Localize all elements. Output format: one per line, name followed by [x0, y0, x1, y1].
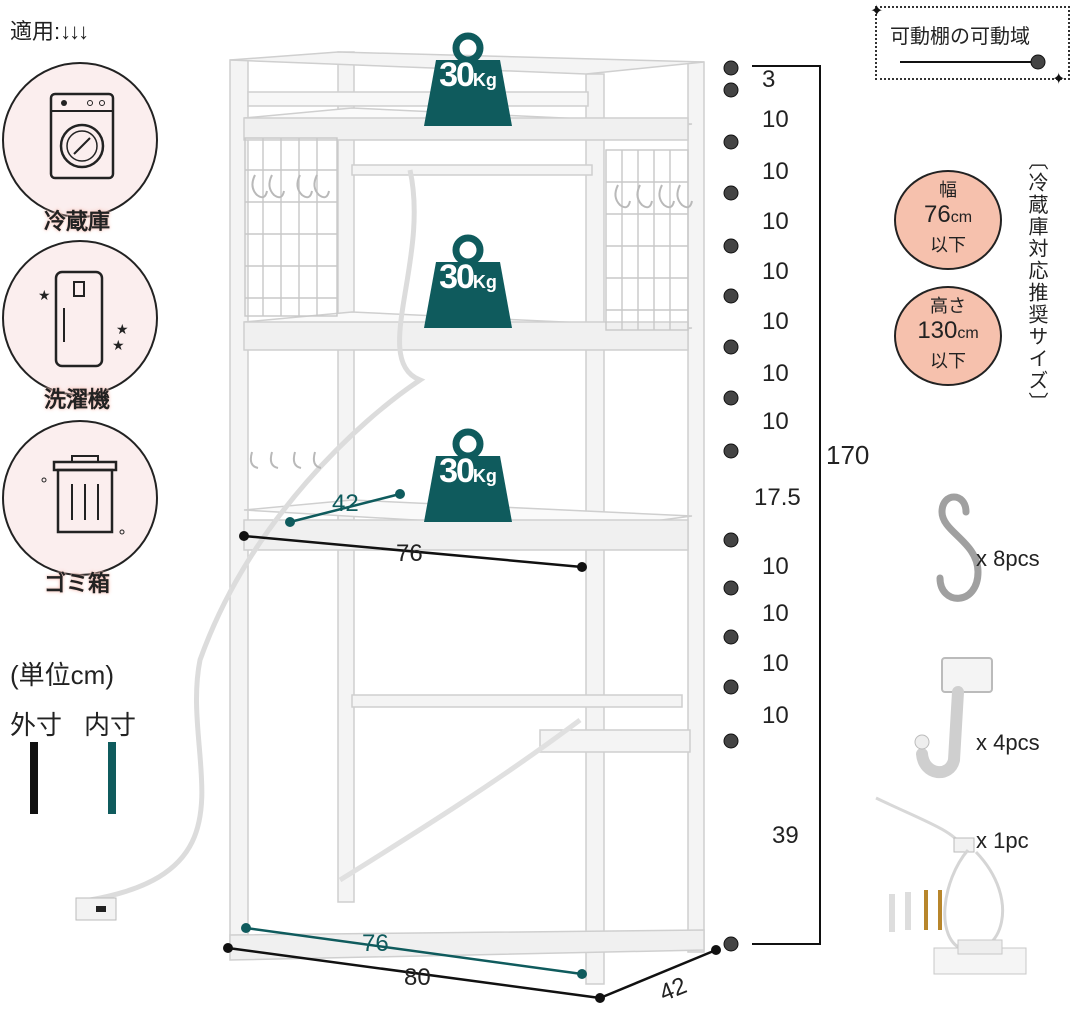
refrigerator-icon: ★ ★ ★	[38, 270, 129, 368]
wall-hook-qty: x 4pcs	[976, 730, 1040, 755]
svg-text:★: ★	[38, 288, 51, 304]
load-value-2: 30	[439, 258, 475, 296]
outer-width-label: 80	[404, 964, 431, 991]
gap-label: 10	[762, 158, 789, 185]
category-label-1: 冷蔵庫	[44, 209, 111, 234]
fit-width-label: 幅	[939, 180, 957, 200]
sparkle-icon: ✦	[1052, 69, 1065, 88]
load-unit-3: Kg	[472, 466, 497, 486]
gap-label: 17.5	[754, 484, 801, 511]
weight-icon	[424, 428, 512, 522]
sparkle-icon: ✦	[870, 1, 883, 20]
category-circle-1	[2, 62, 158, 218]
dimension-lines	[223, 489, 721, 1003]
category-label-2: 洗濯機	[44, 387, 111, 412]
fit-width-unit: cm	[950, 209, 973, 226]
gap-label: 10	[762, 106, 789, 133]
fit-width-sub: 以下	[930, 235, 966, 255]
fit-height-sub: 以下	[930, 351, 966, 371]
load-badge-3: 30Kg	[422, 428, 514, 528]
load-unit-1: Kg	[472, 70, 497, 90]
strap-qty: x 1pc	[976, 828, 1029, 853]
power-plug-icon	[75, 897, 117, 921]
gap-label: 10	[762, 702, 789, 729]
fit-width-value: 76	[923, 201, 951, 228]
gap-label: 10	[762, 408, 789, 435]
fit-width-circle: 幅 76cm 以下	[894, 170, 1002, 270]
gap-label: 10	[762, 308, 789, 335]
category-label-3: ゴミ箱	[44, 571, 111, 596]
load-value-1: 30	[439, 56, 475, 94]
load-value-3: 30	[439, 452, 475, 490]
category-circle-2: ★ ★ ★	[2, 240, 158, 396]
s-hook-qty: x 8pcs	[976, 546, 1040, 571]
legend-outer-label: 外寸	[10, 710, 63, 740]
legend-outer-swatch	[30, 742, 38, 814]
trash-can-icon	[41, 455, 125, 535]
fit-height-label: 高さ	[930, 296, 966, 316]
wall-hook-icon	[914, 657, 993, 779]
shelf-width-label: 76	[396, 540, 423, 567]
load-unit-2: Kg	[472, 272, 497, 292]
svg-text:★: ★	[112, 338, 125, 354]
svg-text:★: ★	[116, 322, 129, 338]
weight-icon	[424, 234, 512, 328]
gap-label: 10	[762, 553, 789, 580]
s-hook-icon	[936, 493, 982, 602]
gap-label: 10	[762, 360, 789, 387]
down-arrows-icon: ↓↓↓	[60, 19, 89, 44]
range-legend-graphic: ✦ ✦	[870, 1, 1065, 88]
gap-label: 10	[762, 208, 789, 235]
fit-height-value: 130	[917, 317, 958, 344]
unit-label: (単位cm)	[10, 660, 114, 690]
anti-tip-strap-icon	[875, 796, 1027, 975]
range-legend-box	[875, 6, 1070, 80]
legend-inner-swatch	[108, 742, 116, 814]
weight-icon	[424, 32, 512, 126]
category-circle-3	[2, 420, 158, 576]
gap-label: 10	[762, 650, 789, 677]
screw-icon	[889, 890, 942, 932]
gap-label: 10	[762, 258, 789, 285]
fit-height-unit: cm	[957, 325, 979, 342]
load-badge-2: 30Kg	[422, 234, 514, 334]
base-inner-width-label: 76	[362, 930, 389, 957]
washing-machine-icon	[49, 92, 115, 180]
suitable-label-text: 適用:	[10, 19, 61, 44]
suitable-for-label: 適用:↓↓↓	[10, 14, 89, 46]
fit-size-title: 〔冷蔵庫対応推奨サイズ〕	[1025, 150, 1047, 414]
total-height-label: 170	[826, 440, 870, 470]
gap-label: 39	[772, 822, 799, 849]
range-pins	[723, 60, 739, 952]
gap-label: 10	[762, 600, 789, 627]
gap-label: 3	[762, 66, 776, 93]
legend-inner-label: 内寸	[84, 710, 137, 740]
range-legend-title: 可動棚の可動域	[890, 26, 1030, 48]
load-badge-1: 30Kg	[422, 32, 514, 132]
fit-height-circle: 高さ 130cm 以下	[894, 286, 1002, 386]
shelf-depth-label: 42	[332, 490, 359, 517]
